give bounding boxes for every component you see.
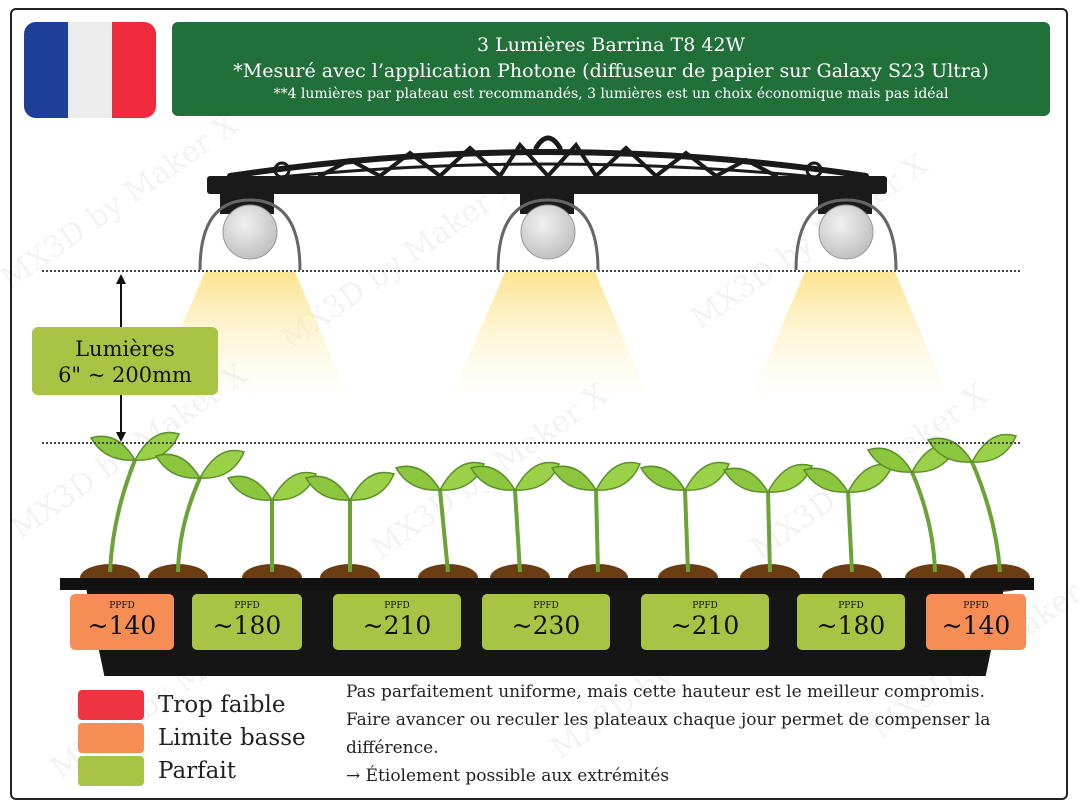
note-compromise: Pas parfaitement uniforme, mais cette ha…: [346, 682, 985, 702]
light-beam: [750, 272, 950, 400]
light-level-line: [42, 270, 1020, 272]
ppfd-value: ~210: [362, 611, 432, 640]
banner-measure-note: *Mesuré avec l’application Photone (diff…: [233, 60, 989, 82]
light-height-value: 6" ~ 200mm: [58, 363, 192, 387]
ppfd-key: PPFD: [384, 601, 410, 611]
seedling: [226, 471, 318, 572]
plant-level-line: [42, 442, 1020, 444]
light-fixture: [227, 135, 869, 180]
seedling: [89, 431, 181, 573]
ppfd-value: ~180: [212, 611, 282, 640]
light-beam: [450, 272, 650, 400]
seedling: [550, 461, 642, 573]
ppfd-box: PPFD ~210: [641, 594, 769, 650]
flag-stripe-red: [112, 22, 156, 118]
banner-title: 3 Lumières Barrina T8 42W: [476, 34, 746, 56]
ppfd-key: PPFD: [533, 601, 559, 611]
ppfd-value: ~230: [511, 611, 581, 640]
seedling: [722, 463, 814, 573]
ppfd-box: PPFD ~140: [70, 594, 174, 650]
ppfd-box: PPFD ~140: [926, 594, 1026, 650]
ppfd-box: PPFD ~180: [192, 594, 302, 650]
banner-recommendation: **4 lumières par plateau est recommandés…: [273, 86, 949, 102]
seed-tray-rim: [60, 578, 1034, 590]
lamp-center: [496, 198, 600, 271]
seedling: [394, 461, 486, 573]
legend-swatch: [78, 690, 144, 720]
seedling: [154, 449, 246, 573]
note-rotation: Faire avancer ou reculer les plateaux ch…: [346, 710, 991, 758]
seedling: [304, 471, 396, 572]
notes: Pas parfaitement uniforme, mais cette ha…: [346, 678, 1036, 790]
legend-label: Limite basse: [158, 725, 306, 751]
french-flag: [24, 22, 156, 118]
outer-frame: [10, 8, 1068, 800]
flag-stripe-blue: [24, 22, 68, 118]
legend-item-limite-basse: Limite basse: [78, 723, 308, 753]
ppfd-key: PPFD: [692, 601, 718, 611]
ppfd-key: PPFD: [838, 601, 864, 611]
lamp-left: [198, 198, 302, 271]
legend-item-trop-faible: Trop faible: [78, 690, 308, 720]
light-height-title: Lumières: [75, 337, 175, 361]
ppfd-value: ~210: [670, 611, 740, 640]
title-banner: 3 Lumières Barrina T8 42W *Mesuré avec l…: [172, 22, 1050, 116]
lamp-right: [794, 198, 898, 271]
legend-swatch: [78, 723, 144, 753]
ppfd-box: PPFD ~210: [333, 594, 461, 650]
seedling: [639, 461, 731, 573]
legend-label: Trop faible: [158, 692, 286, 718]
legend-item-parfait: Parfait: [78, 756, 308, 786]
seedling: [802, 463, 894, 573]
light-height-label: Lumières 6" ~ 200mm: [32, 327, 218, 395]
legend-swatch: [78, 756, 144, 786]
ppfd-key: PPFD: [109, 601, 135, 611]
light-bar: [207, 176, 887, 194]
seedling: [926, 433, 1018, 573]
note-etiolation: → Étiolement possible aux extrémités: [346, 766, 670, 786]
seedling: [866, 443, 958, 573]
seedlings: [89, 431, 1018, 573]
ppfd-box: PPFD ~230: [482, 594, 610, 650]
flag-stripe-white: [68, 22, 112, 118]
ppfd-value: ~180: [816, 611, 886, 640]
legend-label: Parfait: [158, 758, 236, 784]
seedling: [469, 461, 561, 573]
ppfd-value: ~140: [941, 611, 1011, 640]
ppfd-value: ~140: [87, 611, 157, 640]
ppfd-key: PPFD: [234, 601, 260, 611]
ppfd-box: PPFD ~180: [797, 594, 905, 650]
ppfd-key: PPFD: [963, 601, 989, 611]
